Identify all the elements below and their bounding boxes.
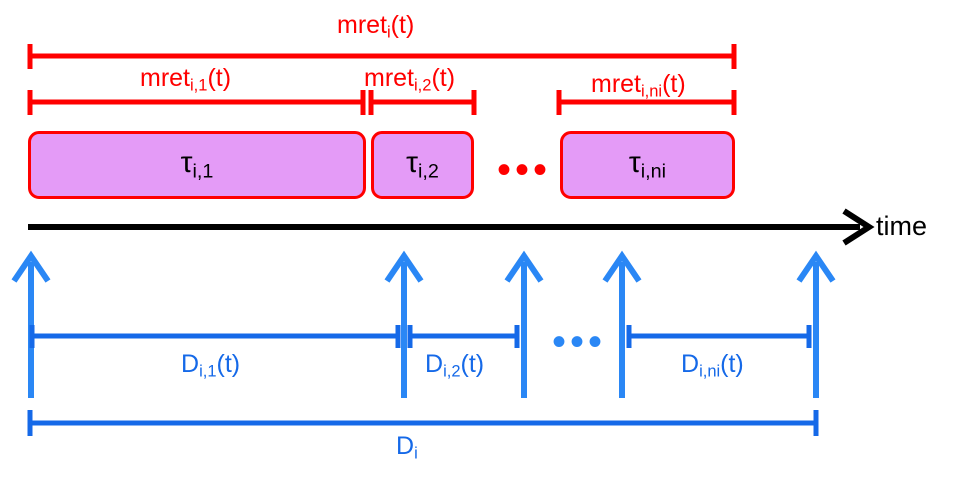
task-box-label: τi,ni [628, 145, 667, 183]
bracket-d-i-2 [407, 325, 520, 348]
task-box-tau-i-1[interactable]: τi,1 [28, 131, 366, 199]
task-ellipsis: ••• [497, 148, 552, 192]
event-arrow-1 [11, 250, 51, 398]
task-box-label: τi,2 [406, 145, 439, 183]
label-mret-i-ni: mreti,ni(t) [591, 70, 686, 101]
task-box-tau-i-2[interactable]: τi,2 [371, 131, 474, 199]
label-d-i-ni: Di,ni(t) [681, 350, 744, 381]
bracket-d-i-1 [29, 325, 401, 348]
label-d-i-total: Di [396, 432, 418, 463]
event-arrow-5 [796, 250, 836, 398]
task-box-label: τi,1 [180, 145, 214, 183]
bracket-d-i-ni [626, 325, 812, 348]
label-d-i-2: Di,2(t) [425, 350, 485, 381]
event-arrow-2 [384, 250, 424, 398]
label-mret-i-1: mreti,1(t) [140, 64, 232, 95]
bracket-d-i-total [27, 410, 819, 436]
label-mret-i-2: mreti,2(t) [364, 64, 456, 95]
label-d-i-1: Di,1(t) [181, 350, 241, 381]
event-arrow-3 [504, 250, 544, 398]
deadline-ellipsis: ••• [552, 320, 607, 364]
event-arrow-4 [602, 250, 642, 398]
time-axis-label: time [876, 211, 928, 241]
label-mret-i: mreti(t) [337, 11, 415, 42]
task-box-tau-i-ni[interactable]: τi,ni [560, 131, 735, 199]
time-axis-line [28, 208, 875, 246]
